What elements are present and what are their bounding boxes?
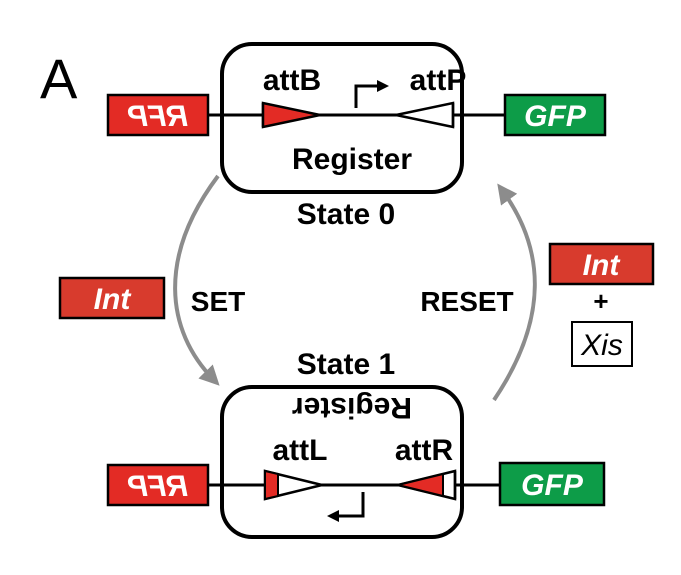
set-enzyme-label: Int (94, 283, 133, 316)
reset-cofactor-box: Xis (571, 321, 633, 367)
state0-attp-site (395, 101, 455, 129)
state0-attb-site (261, 101, 321, 129)
reset-plus: + (593, 286, 608, 316)
state1-gfp-box: GFP (498, 461, 606, 507)
state0-register-box (220, 42, 464, 194)
state0-promoter-arrow (354, 84, 377, 108)
state0-rfp-label: RFP (127, 100, 188, 133)
reset-label: RESET (420, 286, 513, 317)
state1-promoter-arrow (339, 492, 365, 518)
state1-register-label: Register (292, 391, 412, 424)
state1-site-left-label: attL (273, 434, 328, 467)
state1-register-box (220, 385, 464, 539)
state0-site-left-label: attB (263, 64, 321, 97)
reset-enzyme-box: Int (548, 242, 655, 286)
reset-cofactor-label: Xis (580, 329, 623, 362)
state1-rfp-label: RFP (127, 470, 188, 503)
state1-register: RFP GFP Register attL attR (106, 385, 606, 539)
state0-rfp-box: RFP (106, 93, 210, 137)
set-enzyme-box: Int (58, 276, 166, 320)
state1-gfp-label: GFP (521, 469, 584, 502)
state1-site-right-label: attR (395, 434, 454, 467)
reset-arrow (492, 183, 537, 402)
state0-register-label: Register (292, 143, 412, 176)
state1-attr-site (397, 469, 457, 501)
set-label: SET (191, 286, 245, 317)
state0-site-right-label: attP (410, 64, 467, 97)
state0-gfp-box: GFP (503, 93, 607, 137)
state0-register: RFP GFP attB attP Register (106, 42, 607, 194)
panel-label: A (40, 47, 78, 110)
state0-title: State 0 (297, 198, 395, 231)
reset-enzyme-label: Int (583, 249, 622, 282)
set-arrow (173, 174, 220, 386)
state1-rfp-box: RFP (106, 463, 210, 507)
state1-attl-site (263, 469, 323, 501)
state1-title: State 1 (297, 348, 395, 381)
state0-gfp-label: GFP (524, 100, 587, 133)
